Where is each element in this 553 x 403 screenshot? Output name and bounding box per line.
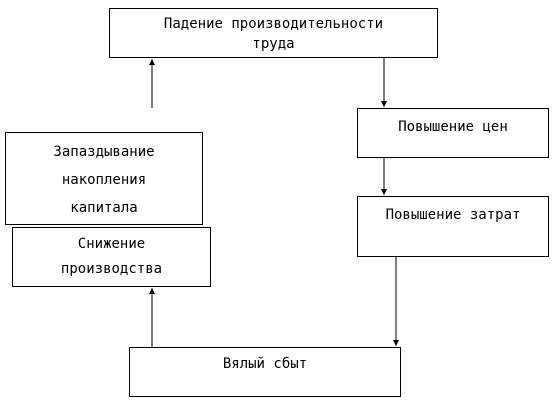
productivity-decline-box: Падение производительности труда <box>109 8 438 58</box>
productivity-decline-line-1: Падение производительности <box>163 16 384 32</box>
production-decline-box: Снижение производства <box>12 227 211 287</box>
production-decline-line-1: Снижение <box>77 236 146 252</box>
capital-lag-line-2: накопления <box>61 172 147 188</box>
sluggish-sales-box: Вялый сбыт <box>129 347 401 397</box>
price-increase-label: Повышение цен <box>398 119 508 135</box>
sluggish-sales-label: Вялый сбыт <box>222 356 308 372</box>
cost-increase-label: Повышение затрат <box>385 207 521 223</box>
capital-lag-box: Запаздывание накопления капитала <box>5 132 203 225</box>
production-decline-line-2: производства <box>60 261 163 277</box>
capital-lag-line-3: капитала <box>70 200 138 216</box>
productivity-decline-line-2: труда <box>252 36 295 52</box>
capital-lag-line-1: Запаздывание <box>53 144 155 160</box>
price-increase-box: Повышение цен <box>357 108 549 158</box>
cost-increase-box: Повышение затрат <box>357 196 549 257</box>
